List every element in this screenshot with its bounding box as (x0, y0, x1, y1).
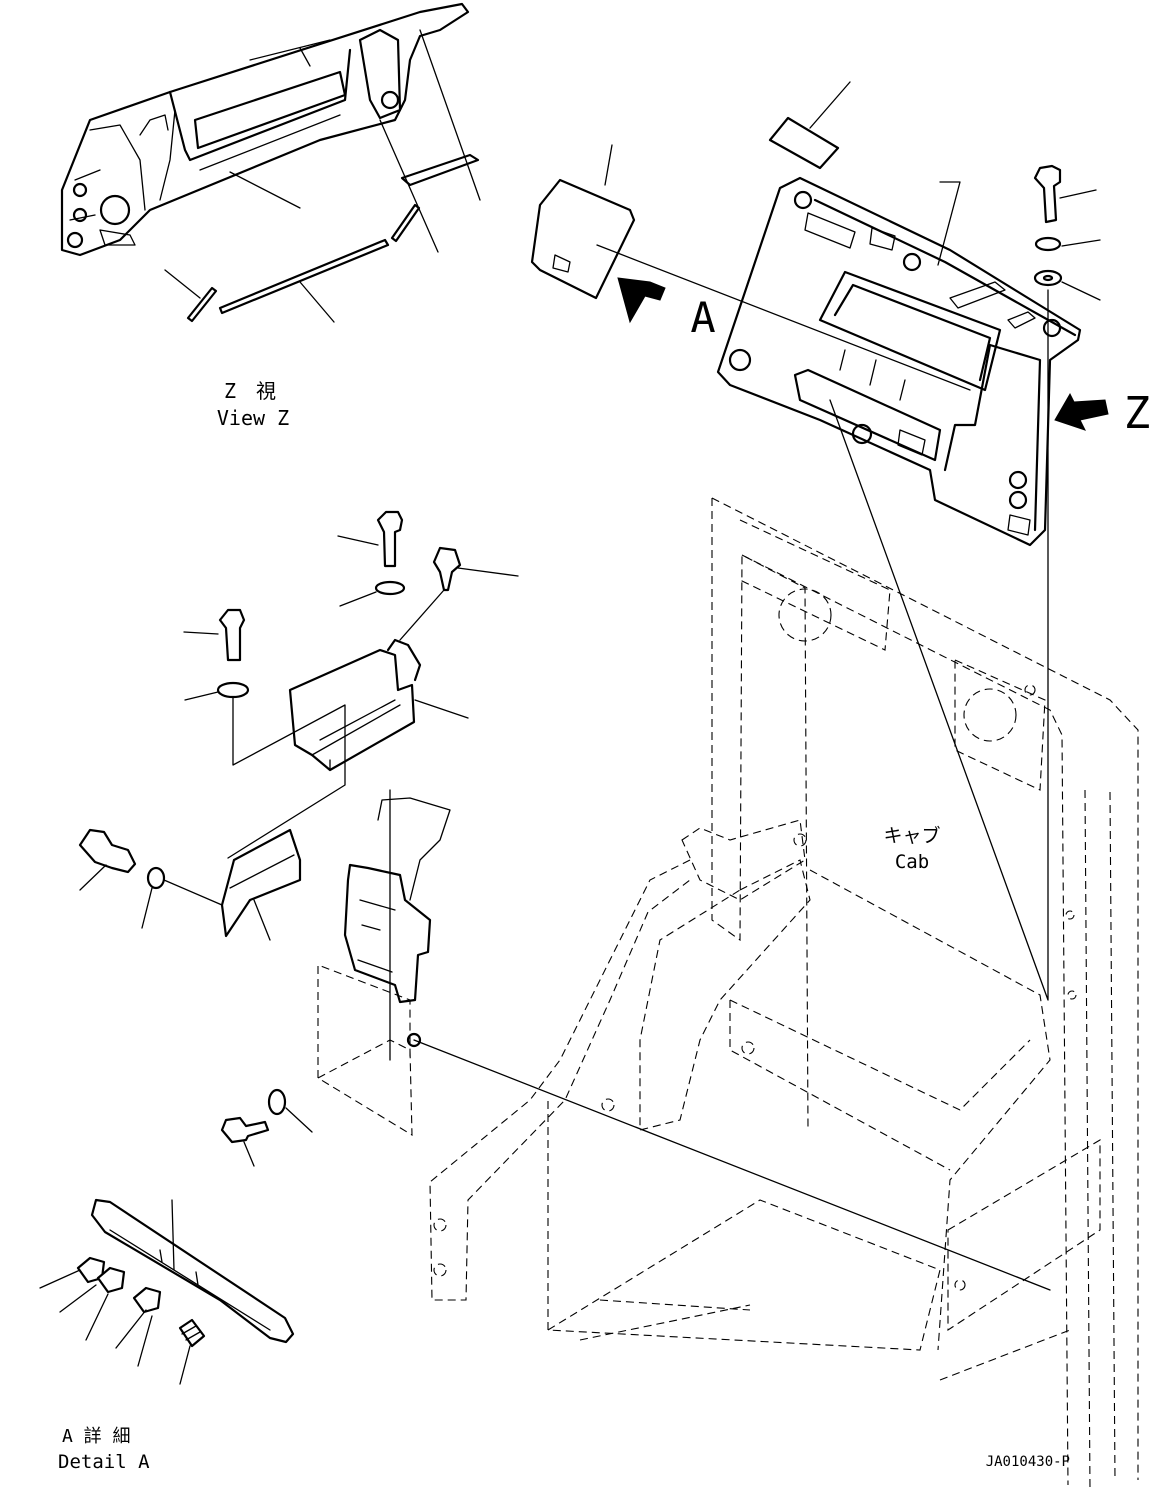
cover-lid (530, 178, 636, 300)
bolt-2 (218, 608, 246, 662)
pin-small-left (186, 286, 218, 323)
washer-1 (374, 580, 406, 596)
washer-top (1034, 236, 1062, 252)
clip-2 (96, 1266, 126, 1294)
pin-small-right (390, 203, 421, 243)
washer-4 (267, 1088, 287, 1116)
washer-top-2 (1033, 269, 1063, 287)
clip-1 (76, 1256, 106, 1284)
washer-2 (216, 681, 250, 699)
spring (178, 1318, 206, 1348)
cab-label-en: Cab (895, 851, 929, 873)
cover-bracket (288, 648, 416, 772)
arrow-z (1054, 392, 1109, 431)
switch (432, 546, 462, 592)
washer-3 (146, 866, 166, 890)
cab-label-jp: キャブ (883, 824, 940, 847)
bolt-4 (220, 1116, 270, 1144)
bracket-assembly (78, 510, 519, 1167)
arrow-a-label: A (690, 293, 715, 342)
bolt-1 (376, 510, 404, 568)
lower-bracket (220, 828, 302, 938)
drawing-number: JA010430-P (986, 1454, 1070, 1470)
view-z-panel-drawing (60, 2, 481, 323)
pad (768, 116, 840, 170)
detail-a-title-jp: A 詳 細 (62, 1426, 131, 1447)
view-z-title-en: View Z (217, 406, 289, 430)
dashboard-panel-assembly: A Z (530, 81, 1151, 1001)
trim-strip (400, 153, 480, 187)
arrow-a (617, 277, 666, 324)
detail-a-drawing (39, 1198, 295, 1385)
cab-frame (413, 497, 1139, 1491)
clip-3 (132, 1286, 162, 1314)
bolt-3 (78, 828, 137, 874)
rod-long (218, 238, 390, 315)
detail-a-lid (90, 1198, 295, 1344)
view-z-title-jp: Z 視 (224, 379, 276, 403)
detail-a-title-en: Detail A (58, 1451, 150, 1473)
arrow-z-label: Z (1124, 388, 1151, 439)
bolt-top (1033, 164, 1062, 224)
